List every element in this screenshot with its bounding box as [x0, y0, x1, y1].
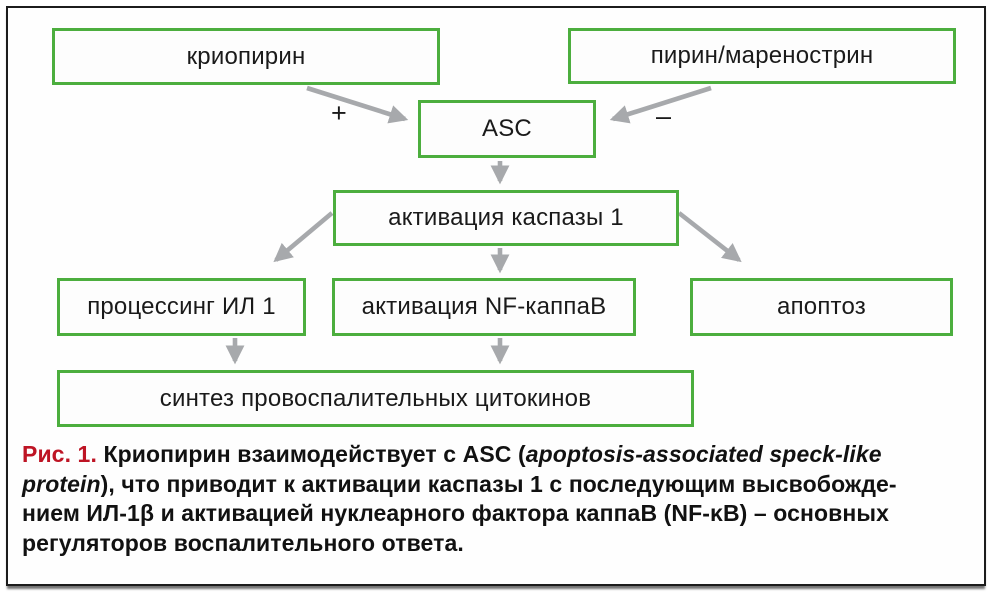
caption-text: регуляторов воспалительного ответа. — [22, 529, 464, 556]
node-pyrin-label: пирин/маренострин — [650, 42, 874, 69]
node-il1-processing-label: процессинг ИЛ 1 — [87, 293, 276, 320]
caption-line-1: Рис. 1. Криопирин взаимодействует с ASC … — [22, 440, 974, 470]
node-apoptosis-label: апоптоз — [777, 293, 866, 320]
caption-line-2: protein), что приводит к активации каспа… — [22, 470, 974, 500]
node-asc: ASC — [418, 100, 596, 158]
figure-caption: Рис. 1. Криопирин взаимодействует с ASC … — [22, 440, 974, 558]
caption-latin-term: protein — [22, 470, 101, 497]
node-cytokine-synthesis: синтез провоспалительных цитокинов — [57, 370, 694, 427]
caption-line-3: нием ИЛ-1β и активацией нуклеарного факт… — [22, 499, 974, 529]
caption-text: нием ИЛ-1β и активацией нуклеарного факт… — [22, 500, 890, 526]
node-cryopyrin: криопирин — [52, 28, 440, 85]
caption-text: ), что приводит к активации каспазы 1 с … — [100, 470, 897, 497]
edge-label-plus: + — [331, 98, 347, 128]
caption-line-4: регуляторов воспалительного ответа. — [22, 529, 974, 559]
node-cryopyrin-label: криопирин — [186, 42, 306, 70]
caption-latin-term: apoptosis-associated speck-like — [525, 441, 882, 467]
node-asc-label: ASC — [482, 115, 532, 142]
edge-label-minus: – — [656, 101, 672, 131]
node-caspase-activation-label: активация каспазы 1 — [388, 204, 624, 231]
node-pyrin: пирин/маренострин — [568, 28, 956, 84]
node-cytokine-synthesis-label: синтез провоспалительных цитокинов — [159, 384, 592, 412]
caption-text: Криопирин взаимодействует с ASC ( — [103, 441, 526, 467]
node-il1-processing: процессинг ИЛ 1 — [57, 278, 306, 336]
caption-figure-number: Рис. 1. — [22, 441, 104, 467]
node-nfkb-activation-label: активация NF-каппаВ — [361, 293, 607, 320]
node-apoptosis: апоптоз — [690, 278, 953, 336]
node-caspase-activation: активация каспазы 1 — [333, 190, 679, 246]
node-nfkb-activation: активация NF-каппаВ — [332, 278, 636, 336]
